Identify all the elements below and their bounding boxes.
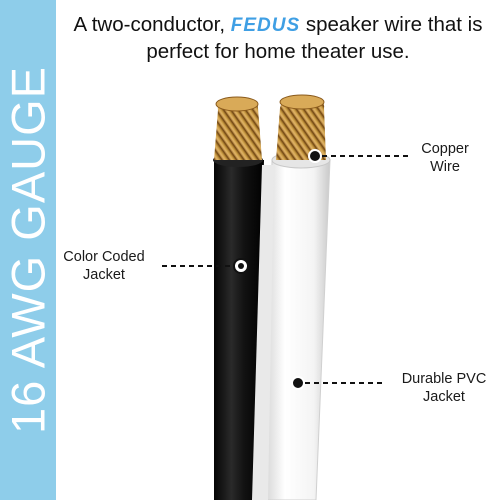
- headline: A two-conductor, FEDUS speaker wire that…: [64, 12, 492, 65]
- color-coded-label-line1: Color Coded: [63, 249, 145, 265]
- copper-wire-label: Copper Wire: [405, 140, 485, 176]
- black-jacket: [214, 160, 264, 500]
- headline-tail: speaker wire that is: [305, 13, 483, 36]
- copper-strands-left: [214, 98, 262, 160]
- brand-logo: FEDUS: [230, 15, 301, 36]
- copper-wire-label-line1: Copper: [421, 141, 469, 157]
- durable-pvc-label-line2: Jacket: [423, 389, 465, 405]
- headline-lead: A two-conductor,: [73, 13, 226, 36]
- copper-wire-label-line2: Wire: [430, 159, 460, 175]
- color-coded-label: Color Coded Jacket: [52, 248, 156, 284]
- color-coded-label-line2: Jacket: [83, 267, 125, 283]
- headline-line2: perfect for home theater use.: [146, 40, 410, 63]
- copper-strands-right: [276, 96, 326, 160]
- durable-pvc-label-line1: Durable PVC: [401, 371, 487, 387]
- white-jacket: [265, 159, 331, 500]
- durable-pvc-label: Durable PVC Jacket: [388, 370, 500, 406]
- gauge-side-band: 16 AWG GAUGE: [0, 0, 56, 500]
